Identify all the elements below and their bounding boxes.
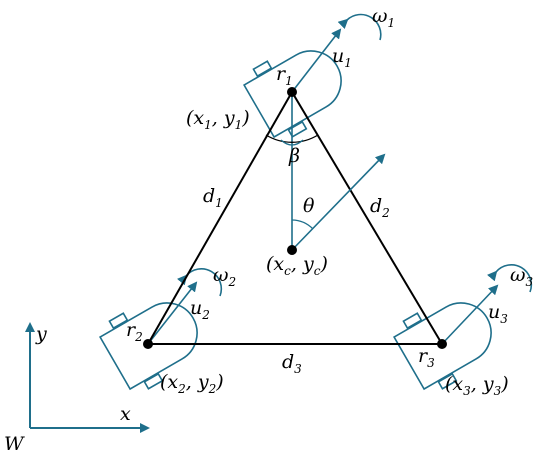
- world-frame-label: W: [4, 433, 25, 455]
- robot-1-velocity-arrow: [291, 28, 342, 93]
- robot-3: [392, 264, 533, 391]
- robot-3-rotation-arrow: [487, 264, 533, 293]
- center-heading-arrow: [291, 153, 386, 251]
- robot-3-point: [437, 339, 447, 349]
- center-position-label: (xc, yc): [266, 253, 328, 278]
- robot-3-label: r3: [418, 345, 435, 370]
- world-y-label: y: [35, 323, 47, 345]
- edge-d2: [291, 91, 443, 345]
- robot-3-velocity-label: u3: [488, 301, 508, 326]
- edge-d1-label: d1: [203, 185, 223, 210]
- robot-2-rotation-arrow: [177, 268, 223, 297]
- edge-d2-label: d2: [370, 195, 390, 220]
- robot-2-body: [98, 302, 198, 391]
- robot-2-label: r2: [126, 319, 143, 344]
- robot-3-rotation-label: ω3: [510, 264, 534, 289]
- robot-3-position-label: (x3, y3): [445, 373, 509, 398]
- edge-d3-label: d3: [282, 351, 302, 376]
- robot-2-velocity-arrow: [147, 281, 198, 345]
- center-point: [287, 245, 297, 255]
- robot-2: [98, 268, 223, 391]
- robot-1-position-label: (x1, y1): [186, 107, 250, 132]
- robot-3-body: [392, 302, 492, 391]
- edge-d1: [147, 91, 293, 345]
- robot-1: [242, 13, 382, 139]
- robot-2-point: [143, 339, 153, 349]
- robot-3-velocity-arrow: [441, 284, 499, 345]
- beta-label: β: [288, 145, 300, 167]
- robot-2-velocity-label: u2: [190, 297, 210, 322]
- robot-1-velocity-label: u1: [332, 45, 352, 70]
- robot-2-rotation-label: ω2: [213, 264, 236, 289]
- beta-angle-arc: [265, 134, 319, 143]
- theta-label: θ: [303, 195, 315, 217]
- robot-2-position-label: (x2, y2): [160, 371, 224, 396]
- robot-1-rotation-label: ω1: [372, 5, 395, 30]
- world-x-label: x: [120, 403, 131, 425]
- robot-1-body: [242, 50, 342, 139]
- robot-1-point: [287, 87, 297, 97]
- beta-angle-inner-arc: [280, 139, 304, 146]
- theta-angle-arc: [291, 219, 314, 230]
- robot-1-rotation-arrow: [337, 13, 382, 41]
- robot-1-label: r1: [276, 63, 293, 88]
